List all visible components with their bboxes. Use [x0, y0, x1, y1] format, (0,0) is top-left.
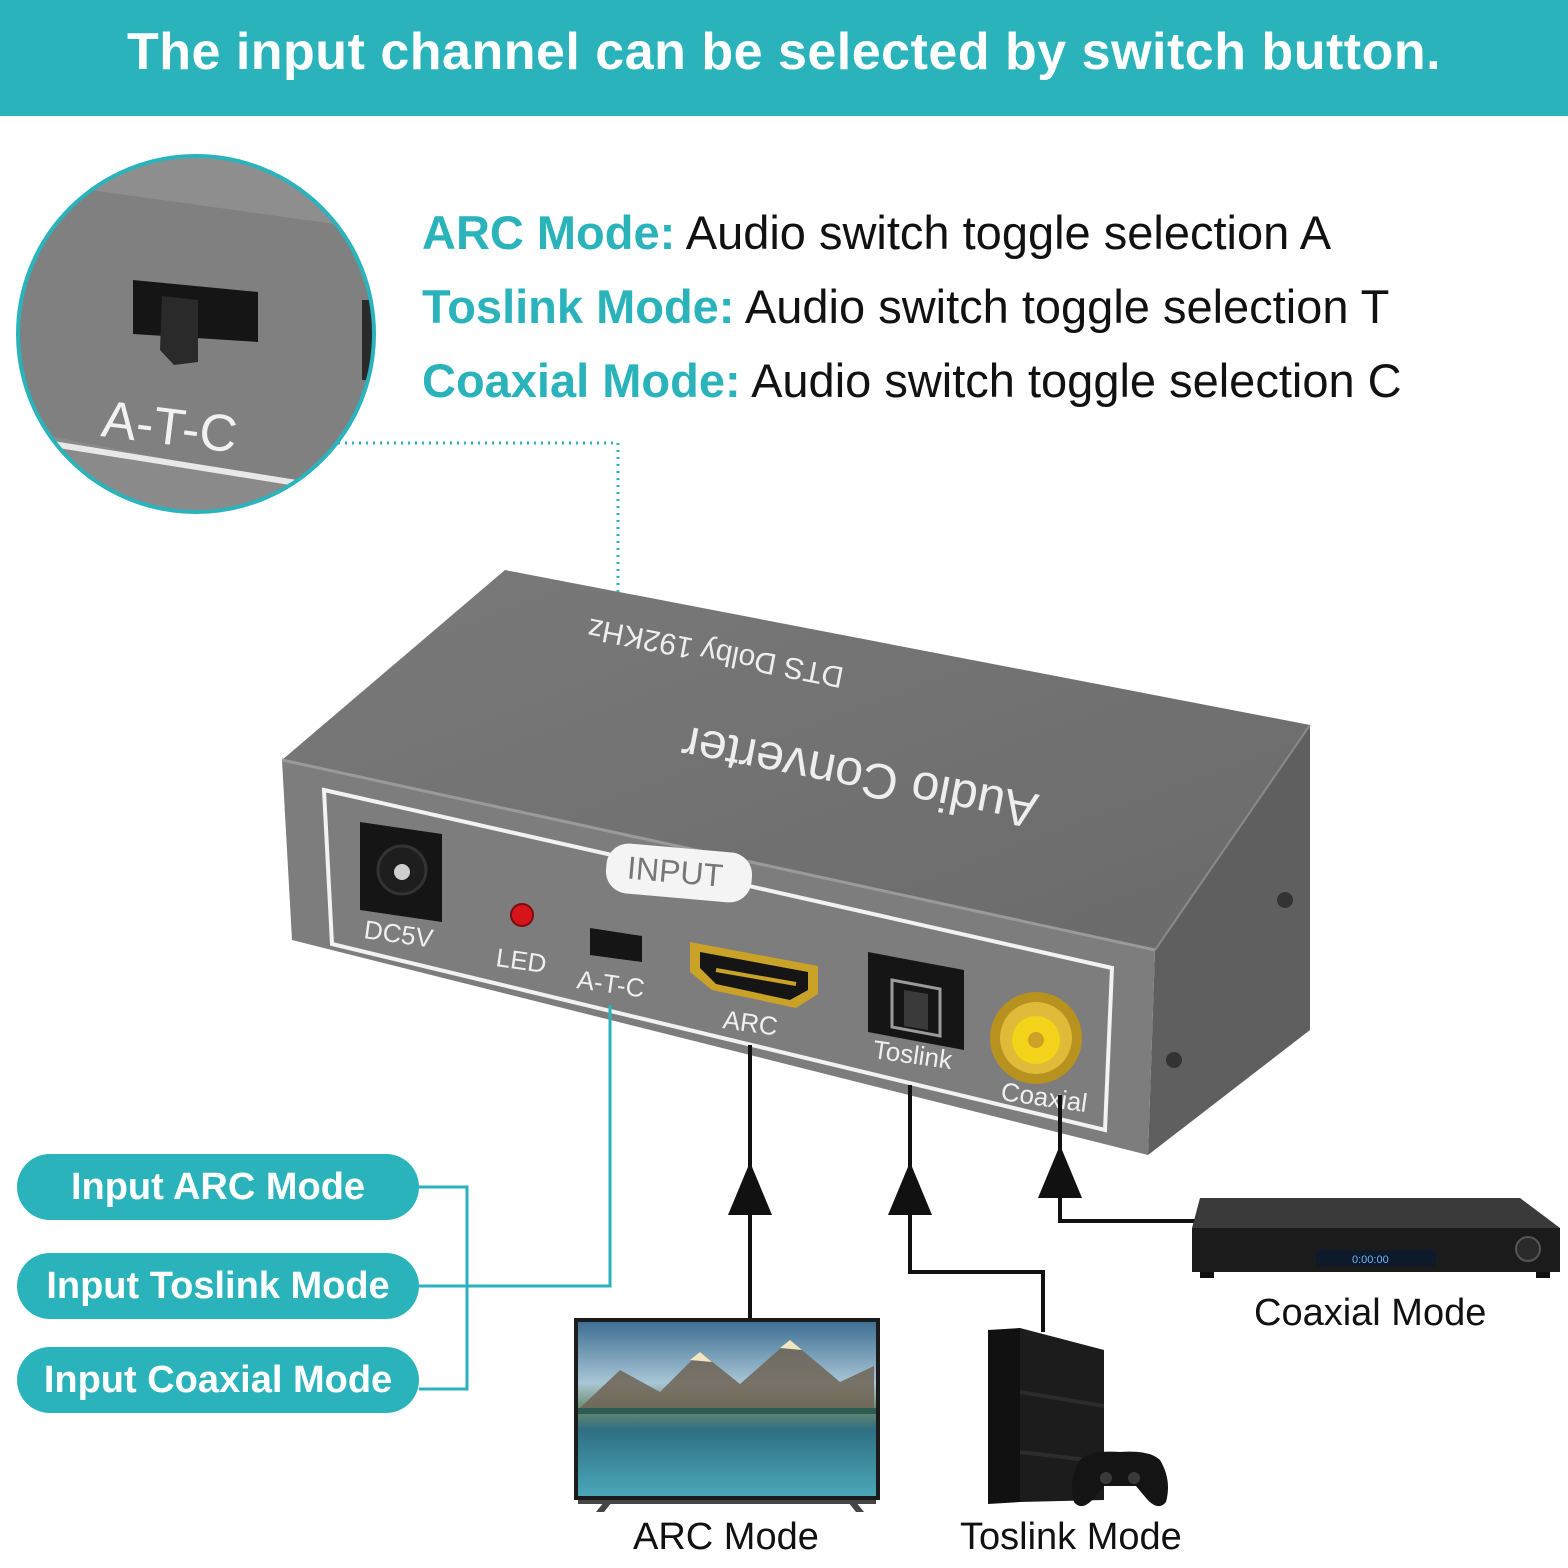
rca-port-icon — [990, 992, 1082, 1084]
arrow-up-icon — [728, 1162, 772, 1215]
banner-title: The input channel can be selected by swi… — [0, 0, 1568, 116]
mode-desc-arc: Audio switch toggle selection A — [675, 206, 1332, 259]
pill-input-coaxial-mode: Input Coaxial Mode — [17, 1347, 419, 1413]
mode-key-arc: ARC Mode: — [422, 206, 676, 259]
audio-converter-device: Audio Converter DTS Dolby 192KHz INPUT D… — [281, 570, 1311, 1155]
dvd-player-icon: 0:00:00 — [1192, 1198, 1560, 1278]
caption-arc-mode: ARC Mode — [633, 1516, 819, 1558]
switch-icon — [590, 928, 642, 962]
pill-bracket — [419, 1185, 469, 1391]
arrow-up-icon — [888, 1162, 932, 1215]
pill-to-switch-line — [419, 1005, 612, 1288]
led-icon — [510, 903, 534, 927]
screw-icon — [1166, 1052, 1182, 1068]
dvd-display-readout: 0:00:00 — [1352, 1254, 1389, 1266]
game-console-icon — [988, 1328, 1104, 1504]
signal-lines — [728, 1045, 1198, 1332]
mode-desc-toslink: Audio switch toggle selection T — [734, 280, 1390, 333]
mode-line-coaxial: Coaxial Mode: Audio switch toggle select… — [422, 344, 1402, 418]
switch-icon — [133, 280, 258, 365]
controller-icon — [1072, 1451, 1168, 1507]
device-top — [282, 570, 1310, 950]
front-panel-frame — [321, 787, 1115, 1133]
pill-input-arc-mode: Input ARC Mode — [17, 1154, 419, 1220]
caption-coaxial-mode: Coaxial Mode — [1254, 1292, 1487, 1334]
zoom-circle: A-T-C — [16, 154, 376, 514]
mode-line-toslink: Toslink Mode: Audio switch toggle select… — [422, 270, 1402, 344]
device-side — [1148, 725, 1310, 1155]
mode-key-toslink: Toslink Mode: — [422, 280, 735, 333]
input-label: INPUT — [626, 850, 725, 894]
caption-toslink-mode: Toslink Mode — [960, 1516, 1182, 1558]
tv-icon — [574, 1318, 880, 1512]
led-label: LED — [494, 942, 548, 979]
hdmi-port-icon — [690, 942, 818, 1008]
arrow-up-icon — [1038, 1145, 1082, 1198]
mode-line-arc: ARC Mode: Audio switch toggle selection … — [422, 196, 1402, 270]
zoom-connector — [338, 441, 620, 935]
optical-port-icon — [868, 952, 964, 1050]
dc-jack-icon — [360, 822, 442, 922]
input-label-pill — [605, 843, 753, 903]
screw-icon — [1277, 892, 1293, 908]
mode-key-coaxial: Coaxial Mode: — [422, 354, 741, 407]
pill-input-toslink-mode: Input Toslink Mode — [17, 1253, 419, 1319]
mode-description-list: ARC Mode: Audio switch toggle selection … — [422, 196, 1402, 418]
mode-desc-coaxial: Audio switch toggle selection C — [740, 354, 1402, 407]
